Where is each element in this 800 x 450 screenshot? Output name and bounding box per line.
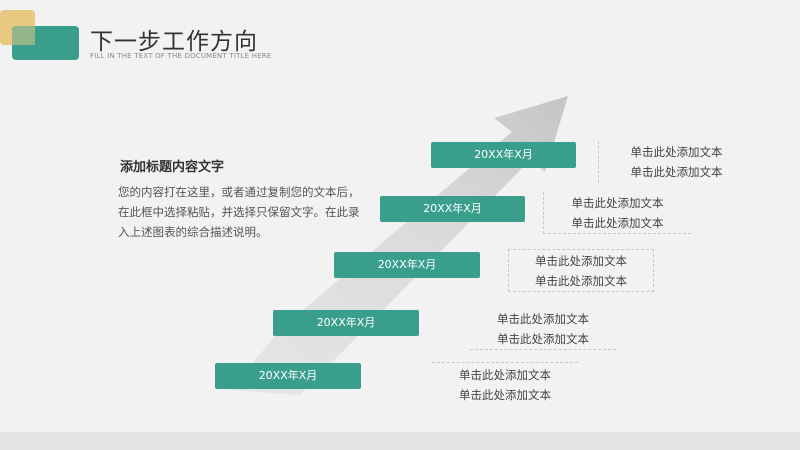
- timeline-textbox-1[interactable]: 单击此处添加文本 单击此处添加文本: [598, 141, 754, 183]
- page-subtitle: FILL IN THE TEXT OF THE DOCUMENT TITLE H…: [90, 52, 272, 60]
- timeline-text-2a: 单击此处添加文本: [571, 195, 664, 210]
- footer-strip: [0, 432, 800, 450]
- section-body[interactable]: 您的内容打在这里，或者通过复制您的文本后，在此框中选择粘贴，并选择只保留文字。在…: [118, 185, 360, 239]
- timeline-textbox-4[interactable]: 单击此处添加文本 单击此处添加文本: [470, 308, 616, 350]
- timeline-text-5b: 单击此处添加文本: [459, 387, 551, 402]
- timeline-text-1b: 单击此处添加文本: [630, 165, 723, 179]
- timeline-date-5[interactable]: 20XX年X月: [215, 363, 361, 389]
- timeline-text-4b: 单击此处添加文本: [497, 331, 589, 346]
- timeline-text-2b: 单击此处添加文本: [571, 215, 664, 230]
- logo-overlap-block: [12, 26, 35, 45]
- timeline-textbox-5[interactable]: 单击此处添加文本 单击此处添加文本: [432, 362, 578, 406]
- timeline-text-3b: 单击此处添加文本: [535, 273, 627, 288]
- section-heading[interactable]: 添加标题内容文字: [120, 160, 225, 175]
- timeline-text-5a: 单击此处添加文本: [459, 367, 551, 382]
- timeline-date-1[interactable]: 20XX年X月: [431, 142, 576, 168]
- timeline-text-3a: 单击此处添加文本: [535, 253, 627, 268]
- timeline-date-2[interactable]: 20XX年X月: [380, 196, 525, 222]
- timeline-text-1a: 单击此处添加文本: [630, 145, 723, 159]
- timeline-date-3[interactable]: 20XX年X月: [334, 252, 480, 278]
- timeline-textbox-3[interactable]: 单击此处添加文本 单击此处添加文本: [508, 249, 654, 292]
- timeline-date-4[interactable]: 20XX年X月: [273, 310, 419, 336]
- timeline-text-4a: 单击此处添加文本: [497, 311, 589, 326]
- page-title: 下一步工作方向: [90, 29, 258, 55]
- timeline-textbox-2[interactable]: 单击此处添加文本 单击此处添加文本: [543, 192, 691, 234]
